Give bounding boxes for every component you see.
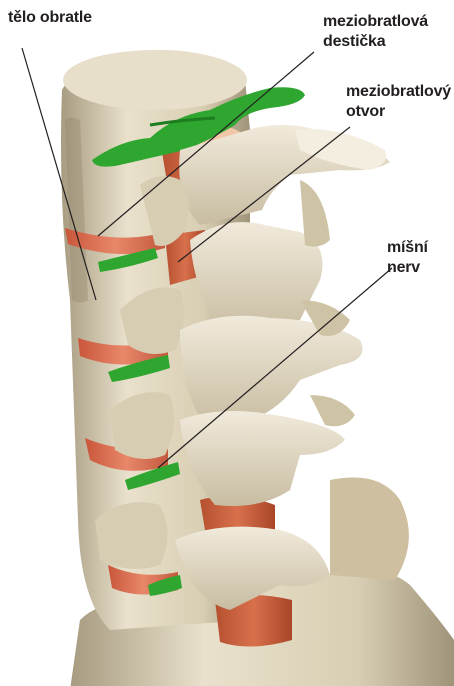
label-spinal-nerve: míšní nerv [387,238,428,278]
label-intervertebral-foramen: meziobratlový otvor [346,82,451,122]
label-intervertebral-disc: meziobratlová destička [323,12,428,52]
label-vertebral-body-text: tělo obratle [8,8,92,28]
label-disc-line1: meziobratlová [323,12,428,32]
label-nerve-line2: nerv [387,258,428,278]
label-foramen-line1: meziobratlový [346,82,451,102]
label-vertebral-body: tělo obratle [8,8,92,28]
label-foramen-line2: otvor [346,102,451,122]
label-nerve-line1: míšní [387,238,428,258]
label-disc-line2: destička [323,32,428,52]
